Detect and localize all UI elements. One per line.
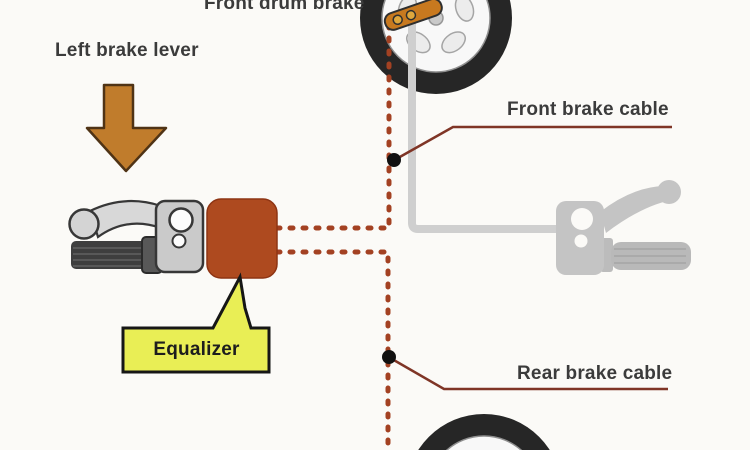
- rear-cable-leader-line: [391, 357, 668, 391]
- left-lever-blade: [88, 199, 163, 239]
- left-lever-knob: [68, 208, 100, 240]
- rear-brake-cable-line: [274, 249, 391, 450]
- left-clamp-hole-small: [171, 233, 187, 249]
- front-drum-brake-arm: [383, 0, 443, 31]
- right-brake-lever: [556, 180, 691, 275]
- left-handlebar-grip: [71, 241, 151, 269]
- left-clamp-hole-large: [168, 207, 194, 233]
- right-handlebar-grip: [611, 242, 691, 270]
- equalizer-label: Equalizer: [153, 339, 240, 360]
- equalizer-box: [206, 198, 278, 279]
- front-drum-brake-label: Front drum brake: [204, 0, 365, 14]
- front-cable-leader-line: [397, 125, 672, 160]
- equalizer-callout: [121, 272, 271, 374]
- left-brake-lever-graphic: [68, 199, 205, 274]
- front-brake-cable-label: Front brake cable: [507, 99, 669, 120]
- front-cable-junction-dot: [387, 153, 401, 167]
- down-arrow-icon: [85, 83, 168, 173]
- front-brake-cable-line: [274, 19, 392, 231]
- rear-cable-junction-dot: [382, 350, 396, 364]
- right-clamp-hole-small: [574, 234, 588, 248]
- left-brake-lever-label: Left brake lever: [55, 40, 199, 61]
- right-lever-blade: [600, 186, 677, 233]
- front-fork-line: [408, 15, 557, 233]
- rear-brake-cable-label: Rear brake cable: [517, 363, 673, 384]
- right-lever-knob: [657, 180, 681, 204]
- rear-wheel: [418, 414, 550, 450]
- right-clamp-hole-large: [571, 208, 593, 230]
